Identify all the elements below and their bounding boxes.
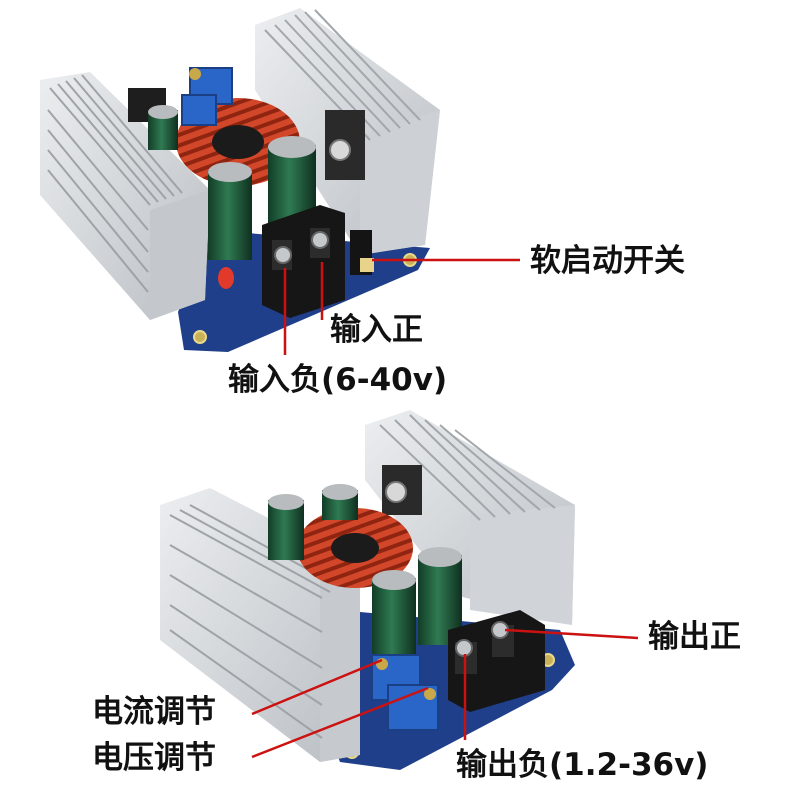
bottom-module <box>160 410 575 770</box>
top-potentiometer-screw <box>189 68 201 80</box>
leader-current-adjust <box>251 658 383 716</box>
terminal-screw <box>455 639 473 657</box>
leader-lines <box>251 258 639 759</box>
top-input-terminal <box>262 205 345 318</box>
label-soft-start-switch: 软启动开关 <box>530 243 685 279</box>
leader-voltage-adjust <box>251 686 429 759</box>
top-left-heatsink <box>40 72 210 320</box>
top-led <box>218 267 234 289</box>
label-input-negative: 输入负(6-40v) <box>228 362 448 398</box>
mosfet-screw <box>385 481 407 503</box>
current-pot-screw <box>376 658 388 670</box>
label-input-positive: 输入正 <box>330 312 423 348</box>
top-right-heatsink <box>255 8 440 255</box>
bottom-potentiometers <box>371 654 439 731</box>
leader-output-positive <box>504 628 639 640</box>
bottom-capacitors <box>268 484 462 658</box>
label-output-negative: 输出负(1.2-36v) <box>456 747 709 783</box>
bottom-inductor <box>297 508 413 588</box>
label-current-adjust: 电流调节 <box>92 694 216 730</box>
voltage-pot-screw <box>424 688 436 700</box>
label-output-positive: 输出正 <box>648 619 741 655</box>
mosfet-screw <box>329 139 351 161</box>
top-pcb-mount-hole <box>193 330 207 344</box>
terminal-screw <box>311 231 329 249</box>
bottom-output-terminal <box>448 610 545 712</box>
top-module <box>40 8 440 352</box>
label-voltage-adjust: 电压调节 <box>92 740 216 776</box>
terminal-screw <box>274 246 292 264</box>
top-potentiometer <box>181 94 217 126</box>
bottom-right-heatsink <box>365 410 575 625</box>
switch-pin <box>360 258 374 272</box>
